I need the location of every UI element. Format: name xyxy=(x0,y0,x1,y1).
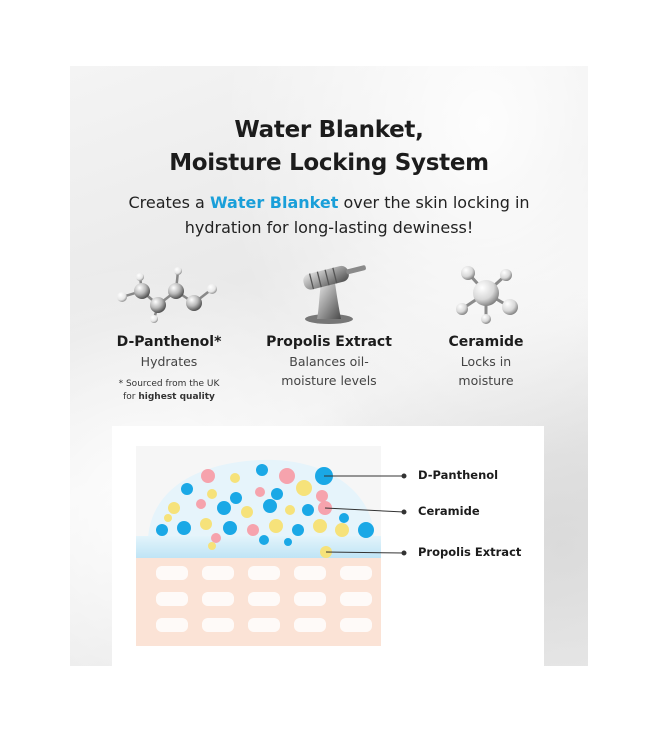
description-line-1: Creates a Water Blanket over the skin lo… xyxy=(70,190,588,215)
product-info-panel: Water Blanket, Moisture Locking System C… xyxy=(70,66,588,666)
honey-dipper-icon xyxy=(303,265,366,324)
label-leaders xyxy=(324,473,407,556)
description-line-2: hydration for long-lasting dewiness! xyxy=(184,218,474,237)
molecule-chain-icon xyxy=(117,267,217,323)
skin-barrier-diagram: D-Panthenol Ceramide Propolis Extract xyxy=(112,426,544,666)
ingredient-name: Ceramide xyxy=(448,334,524,350)
molecule-cluster-icon xyxy=(456,266,518,324)
effect-line-1: Locks in xyxy=(460,354,512,369)
label-propolis: Propolis Extract xyxy=(418,545,522,559)
ingredient-particles xyxy=(156,464,374,558)
description-highlight: Water Blanket xyxy=(209,193,339,212)
title-line-1: Water Blanket, xyxy=(234,117,424,143)
note-prefix: for xyxy=(123,392,139,402)
skin-cells xyxy=(156,566,372,632)
ingredient-name: Propolis Extract xyxy=(266,334,392,350)
note-bold: highest quality xyxy=(138,392,215,402)
label-panthenol: D-Panthenol xyxy=(418,468,499,482)
ingredient-panthenol: D-Panthenol* Hydrates * Sourced from the… xyxy=(89,261,249,404)
label-ceramide: Ceramide xyxy=(418,504,480,518)
effect-line-2: moisture xyxy=(458,373,514,388)
effect-line-2: moisture levels xyxy=(281,373,377,388)
note-line-1: * Sourced from the UK xyxy=(118,379,220,389)
ingredient-effect: Balances oil- moisture levels xyxy=(249,352,409,390)
ingredient-propolis: Propolis Extract Balances oil- moisture … xyxy=(249,261,409,390)
sourcing-note: * Sourced from the UK for highest qualit… xyxy=(89,378,249,404)
title-line-2: Moisture Locking System xyxy=(169,150,489,176)
page-title: Water Blanket, Moisture Locking System xyxy=(70,114,588,180)
ingredient-effect: Locks in moisture xyxy=(406,352,566,390)
effect-line-1: Balances oil- xyxy=(289,354,369,369)
skin-layer-illustration xyxy=(136,446,407,646)
description-text-2: over the skin locking in xyxy=(338,193,530,212)
ingredient-name: D-Panthenol* xyxy=(116,334,222,350)
description-text: Creates a xyxy=(128,193,210,212)
ingredient-effect: Hydrates xyxy=(140,354,198,369)
note-line-2: for highest quality xyxy=(89,391,249,404)
description: Creates a Water Blanket over the skin lo… xyxy=(70,190,588,240)
ingredient-ceramide: Ceramide Locks in moisture xyxy=(406,261,566,390)
water-layer xyxy=(136,536,381,558)
